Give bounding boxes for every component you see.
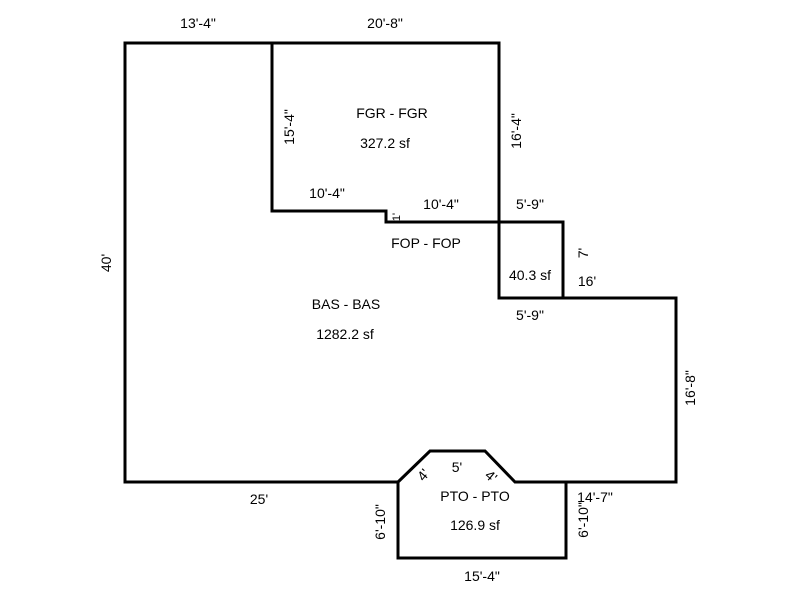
bas-outline — [123, 41, 678, 484]
dim-fop-bottom: 5'-9" — [516, 307, 544, 323]
fgr-outline — [270, 43, 563, 224]
dim-top-left: 13'-4" — [180, 15, 216, 31]
bas-label: BAS - BAS — [312, 296, 380, 312]
dim-pto-diag-left: 4' — [414, 466, 433, 484]
dim-pto-right: 6'-10" — [575, 502, 591, 538]
dim-fop-right: 7' — [575, 248, 591, 258]
pto-label: PTO - PTO — [440, 488, 510, 504]
pto-area: 126.9 sf — [450, 517, 500, 533]
fop-label: FOP - FOP — [391, 235, 461, 251]
pto-outline — [396, 449, 568, 560]
dim-fgr-bottom: 10'-4" — [309, 185, 345, 201]
dim-pto-bottom: 15'-4" — [464, 568, 500, 584]
fop-outline — [499, 220, 565, 300]
dim-pto-top: 5' — [452, 459, 462, 475]
bas-area: 1282.2 sf — [316, 326, 374, 342]
dim-fop-top-left: 10'-4" — [423, 196, 459, 212]
dim-bottom-left: 25' — [250, 491, 268, 507]
fgr-area: 327.2 sf — [360, 135, 410, 151]
dim-pto-left: 6'-10" — [372, 504, 388, 540]
fgr-label: FGR - FGR — [356, 105, 428, 121]
fop-area: 40.3 sf — [509, 267, 551, 283]
dim-left: 40' — [98, 254, 114, 272]
dim-bottom-right: 14'-7" — [577, 489, 613, 505]
dim-right: 16'-8" — [682, 370, 698, 406]
dim-bas-step: 16' — [578, 273, 596, 289]
dim-fop-top: 5'-9" — [516, 196, 544, 212]
dim-step: 1' — [391, 213, 403, 221]
dim-top-right: 20'-8" — [367, 15, 403, 31]
dim-pto-diag-right: 4' — [482, 467, 500, 486]
dim-fgr-right: 16'-4" — [508, 113, 524, 149]
dim-fgr-left: 15'-4" — [281, 109, 297, 145]
